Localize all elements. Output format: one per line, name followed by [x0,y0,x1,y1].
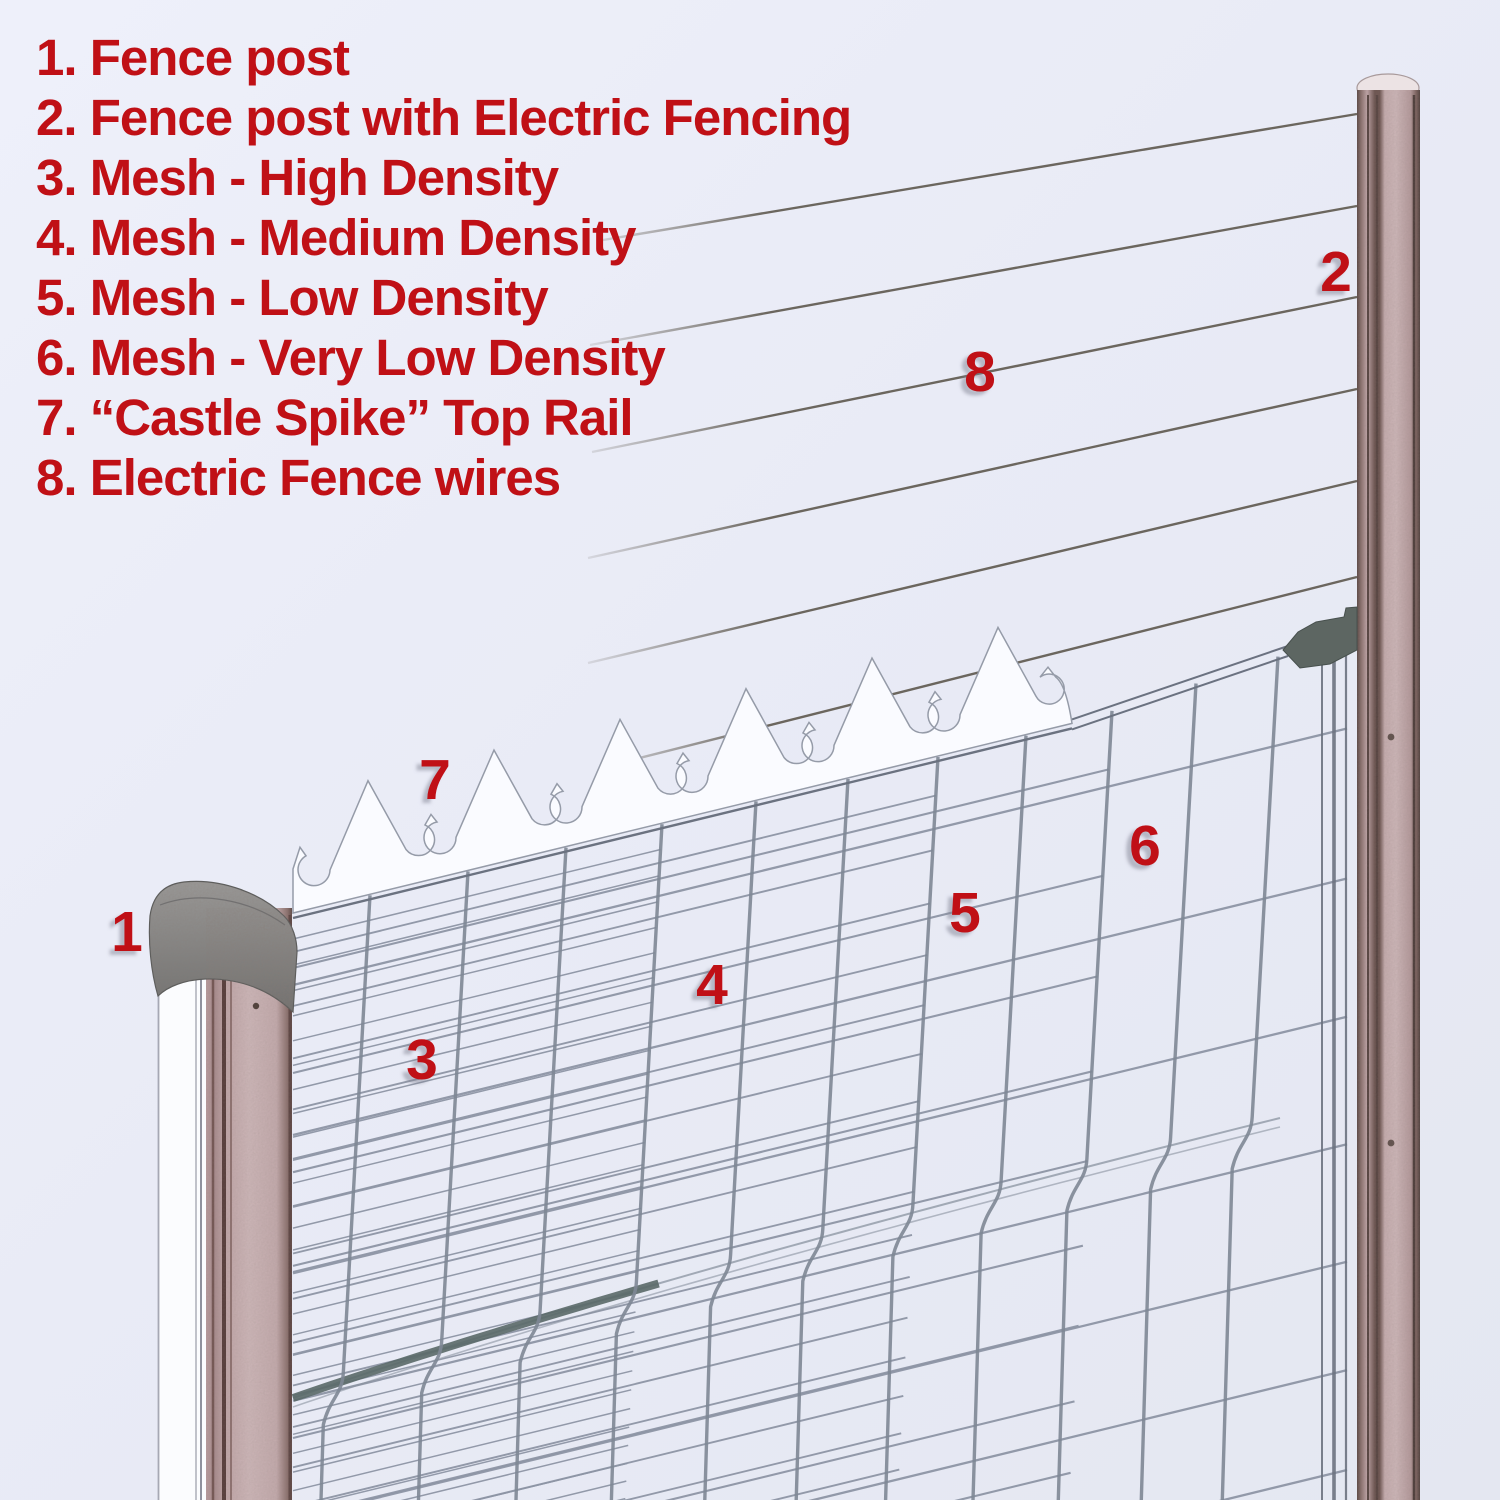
fence-post-right [1282,73,1420,1500]
electric-wire-4 [587,387,1358,560]
mesh-zone-very-low-density [292,727,1348,1500]
legend-item-fence-post-electric: 2. Fence post with Electric Fencing [36,89,852,146]
mesh-zone-high-density [292,848,661,1500]
part-label-1: 1 [111,900,143,964]
fence-post-left [148,880,298,1500]
electric-wire-5 [587,479,1358,665]
legend-item-mesh-high: 3. Mesh - High Density [36,149,559,206]
legend-item-mesh-very-low: 6. Mesh - Very Low Density [36,329,666,386]
electric-wire-2 [589,204,1358,347]
mesh-bracket [1282,606,1358,669]
part-label-5: 5 [949,881,981,945]
part-label-8: 8 [964,340,996,404]
castle-spike-top-rail [292,625,1073,914]
mesh-zone-low-density [292,768,1110,1500]
mesh-fold-band [291,1279,660,1402]
legend-item-castle-spike-rail: 7. “Castle Spike” Top Rail [36,389,634,446]
mesh-top-edge-wire [292,727,1073,920]
mesh-zone-medium-density [292,794,937,1500]
mesh-crease-line [292,1117,1281,1399]
part-label-2: 2 [1320,240,1352,304]
legend-item-mesh-low: 5. Mesh - Low Density [36,269,549,326]
mesh-panel [291,645,1348,1500]
legend-item-mesh-medium: 4. Mesh - Medium Density [36,209,636,266]
electric-wire-3 [591,295,1358,454]
part-label-4: 4 [696,953,728,1017]
part-label-6: 6 [1129,814,1161,878]
legend-item-fence-post: 1. Fence post [36,29,350,86]
electric-wire-1 [602,112,1358,242]
mesh-vertical-wires [319,656,1280,1500]
legend-item-electric-wires: 8. Electric Fence wires [36,449,561,506]
legend: 1. Fence post 2. Fence post with Electri… [36,28,852,508]
part-label-3: 3 [406,1028,438,1092]
part-label-7: 7 [419,748,451,812]
